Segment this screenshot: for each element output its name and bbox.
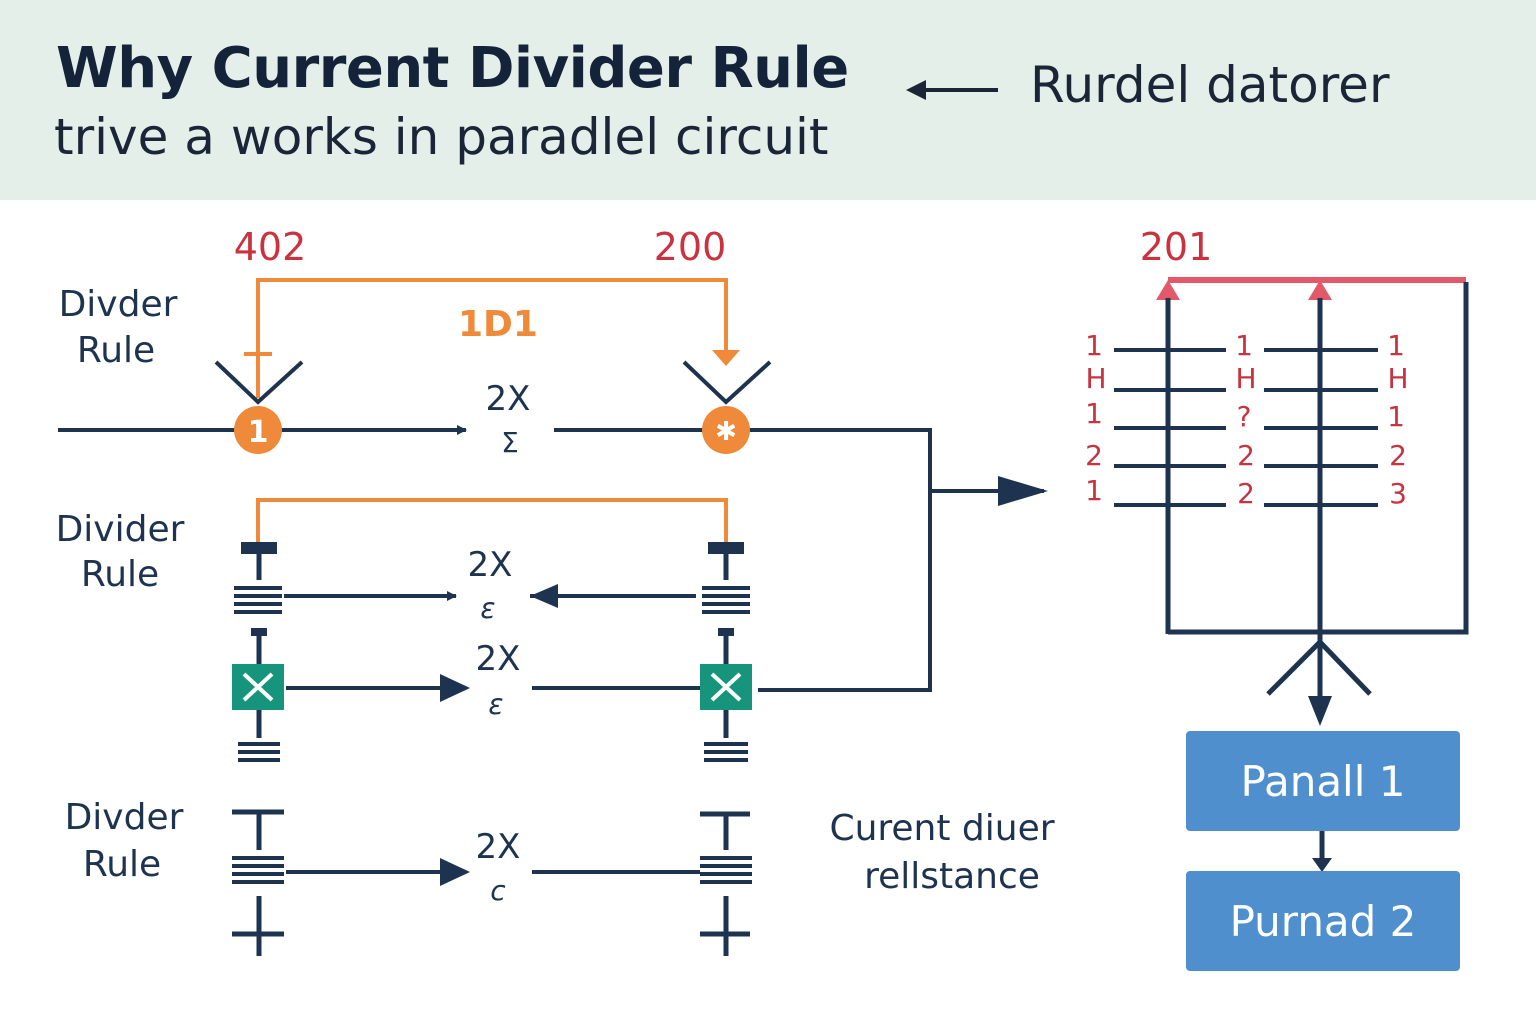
ladder-c1-r2: H [1085, 362, 1106, 395]
annotation-line1: Curent diuer [829, 808, 1054, 849]
v-connector-right [682, 360, 772, 405]
right-node-value: 200 [654, 225, 727, 269]
row-3-value: 2X [476, 827, 521, 867]
ladder-c3-r1: 1 [1387, 329, 1405, 362]
page-subtitle: trive a works in paradlel circuit [54, 108, 829, 166]
ladder-c2-r2: H [1235, 362, 1256, 395]
row-1-label-line2: Rule [77, 330, 155, 371]
row-1-label: Divder Rule [59, 284, 178, 371]
ladder-c3-r2: H [1387, 362, 1408, 395]
ladder-c3-r4: 2 [1389, 439, 1407, 472]
orange-bridge-top [256, 278, 728, 398]
ladder-c2-r1: 1 [1235, 329, 1253, 362]
left-arrow-icon [906, 80, 998, 100]
row-2-circuit: 2X ε 2X ε [232, 498, 752, 762]
row-2-label-line1: Divider [56, 509, 185, 550]
panel-box-1[interactable]: Panall 1 [1186, 731, 1460, 831]
row-1-circuit: 1 ✱ 2X Σ [58, 278, 1048, 692]
row-2b-value: 2X [476, 639, 521, 679]
node-1-badge [234, 406, 282, 454]
row-2-label-line2: Rule [81, 554, 159, 595]
row-3-label-line2: Rule [83, 844, 161, 885]
bridge-value: 1D1 [458, 304, 538, 345]
ladder-panel: 1 H 1 2 1 1 H ? 2 2 1 H 1 2 3 [1085, 277, 1469, 872]
ladder-c1-r3: 1 [1085, 397, 1103, 430]
ladder-c1-r5: 1 [1085, 474, 1103, 507]
row-1-symbol: Σ [501, 426, 519, 459]
ladder-c2-r4: 2 [1237, 439, 1255, 472]
orange-arrowhead [712, 350, 740, 366]
ladder-c2-r5: 2 [1237, 477, 1255, 510]
panel-box-2[interactable]: Purnad 2 [1186, 871, 1460, 971]
ladder-c1-r1: 1 [1085, 329, 1103, 362]
right-panel-value: 201 [1140, 225, 1213, 269]
row-1-value: 2X [486, 379, 531, 419]
row-2a-symbol: ε [480, 592, 495, 625]
ladder-c2-r3: ? [1237, 400, 1252, 433]
page-title: Why Current Divider Rule [56, 36, 849, 101]
row-3-label: Divder Rule [65, 797, 184, 885]
row-2b-symbol: ε [488, 688, 503, 721]
node-2-label: ✱ [715, 417, 737, 447]
header-band: Why Current Divider Rule trive a works i… [0, 0, 1536, 200]
row-3-symbol: c [490, 874, 506, 907]
v-connector-left [214, 360, 304, 405]
annotation-line2: rellstance [864, 856, 1040, 897]
ladder-c3-r5: 3 [1389, 477, 1407, 510]
output-bus [748, 428, 932, 692]
node-2-badge [702, 406, 750, 454]
orange-bridge-middle [256, 498, 728, 544]
row-1-label-line1: Divder [59, 284, 178, 325]
left-node-value: 402 [234, 225, 307, 269]
row-3-circuit: 2X c [232, 809, 752, 956]
ladder-c3-r3: 1 [1387, 400, 1405, 433]
ladder-c1-r4: 2 [1085, 439, 1103, 472]
row-3-label-line1: Divder [65, 797, 184, 838]
row-2a-value: 2X [468, 545, 513, 585]
row-2-label: Divider Rule [56, 509, 185, 595]
node-1-label: 1 [248, 415, 269, 450]
header-side-label: Rurdel datorer [1030, 56, 1390, 114]
